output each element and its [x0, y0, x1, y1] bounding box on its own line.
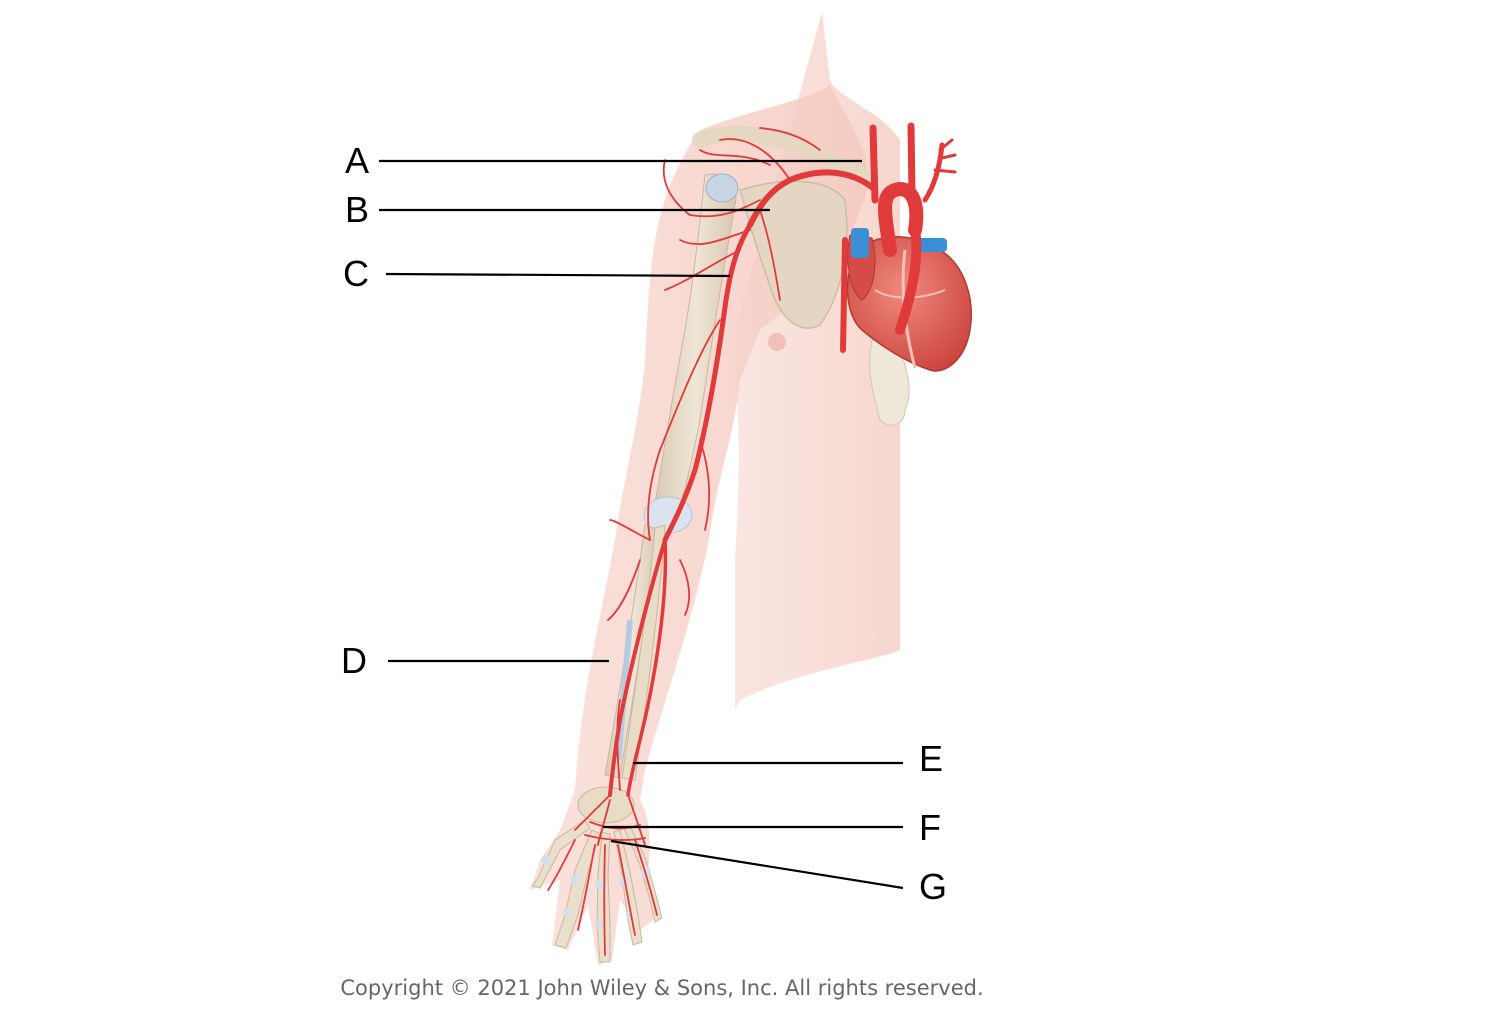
scapula — [739, 180, 848, 329]
label-e: E — [919, 738, 944, 779]
label-f: F — [919, 807, 941, 848]
humerus — [654, 173, 737, 506]
leader-line-c — [385, 272, 731, 278]
label-b: B — [345, 189, 370, 230]
label-g: G — [919, 866, 948, 907]
nipple — [768, 333, 786, 351]
leader-line-g — [610, 839, 904, 890]
clavicle — [692, 125, 876, 188]
copyright-notice: Copyright © 2021 John Wiley & Sons, Inc.… — [340, 976, 984, 1000]
superior-vena-cava — [851, 228, 869, 258]
sternum — [869, 339, 910, 426]
finger-joints — [541, 855, 651, 929]
pulmonary-vein — [915, 238, 947, 252]
leader-lines — [379, 159, 904, 890]
shoulder-joint — [705, 173, 739, 203]
label-a: A — [345, 140, 370, 181]
label-d: D — [341, 640, 367, 681]
main-arm-artery — [608, 169, 876, 797]
label-c: C — [343, 253, 369, 294]
